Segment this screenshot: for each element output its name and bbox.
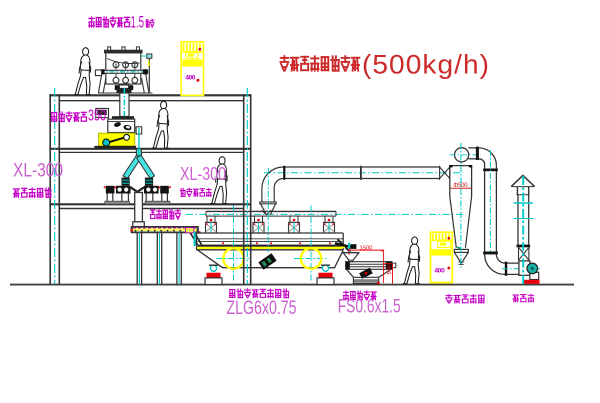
svg-text:Φ500: Φ500 <box>453 182 468 189</box>
svg-text:XL-300: XL-300 <box>13 161 63 182</box>
svg-text:XL-300: XL-300 <box>180 163 226 184</box>
svg-text:540: 540 <box>387 265 393 275</box>
svg-text:1.5: 1.5 <box>131 13 145 31</box>
svg-text:ZLG6x0.75: ZLG6x0.75 <box>227 297 297 319</box>
svg-text:(500kg/h): (500kg/h) <box>362 50 490 80</box>
svg-text:400: 400 <box>434 267 445 274</box>
svg-text:350: 350 <box>88 107 106 124</box>
svg-text:400: 400 <box>185 75 196 82</box>
svg-text:1500: 1500 <box>360 246 373 252</box>
svg-text:FS0.6x1.5: FS0.6x1.5 <box>338 296 401 318</box>
